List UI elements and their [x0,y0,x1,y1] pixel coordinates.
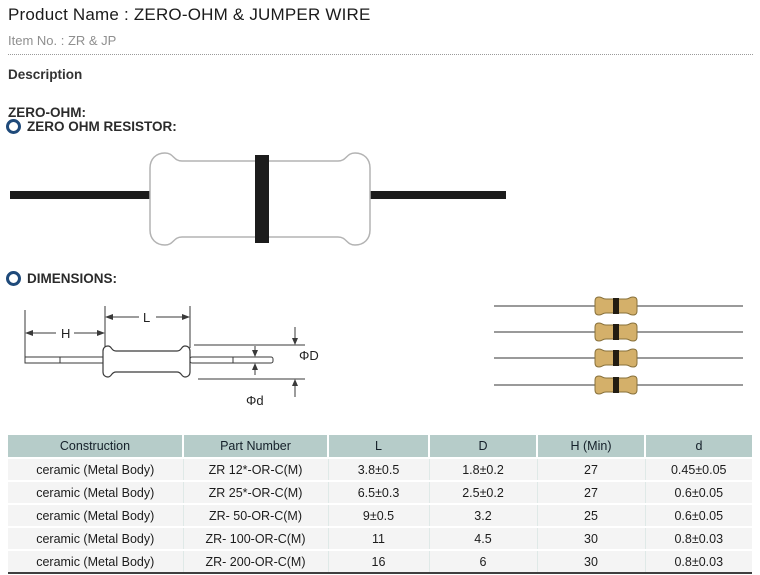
zero-ohm-resistor-heading-row: ZERO OHM RESISTOR: [6,119,177,134]
table-row: ceramic (Metal Body)ZR 12*-OR-C(M)3.8±0.… [8,458,752,482]
side-view-resistor [24,345,274,378]
table-header-cell: D [429,435,538,459]
table-cell: 3.8±0.5 [328,458,430,482]
table-cell: ZR- 100-OR-C(M) [183,527,329,551]
table-cell: ceramic (Metal Body) [8,458,184,482]
table-cell: 0.45±0.05 [645,458,752,482]
item-number: Item No. : ZR & JP [8,33,117,48]
label-H: H [61,326,70,341]
resistors-photo [493,296,744,395]
page-title: Product Name : ZERO-OHM & JUMPER WIRE [8,5,371,24]
table-cell: 0.6±0.05 [645,481,752,505]
label-phi-d: Φd [246,393,264,408]
table-cell: 16 [328,550,430,573]
table-cell: 30 [537,550,646,573]
table-cell: 2.5±0.2 [429,481,538,505]
table-cell: ceramic (Metal Body) [8,527,184,551]
table-cell: 0.8±0.03 [645,550,752,573]
table-cell: 6 [429,550,538,573]
table-cell: 1.8±0.2 [429,458,538,482]
dimension-arrowheads [25,314,298,386]
dimensions-heading-row: DIMENSIONS: [6,271,117,286]
table-header-cell: L [328,435,430,459]
table-cell: 30 [537,527,646,551]
black-band [255,155,269,243]
table-cell: 25 [537,504,646,528]
description-section-label: Description [8,67,83,82]
circle-bullet-icon [6,271,21,286]
table-cell: ZR- 50-OR-C(M) [183,504,329,528]
table-cell: ceramic (Metal Body) [8,550,184,573]
table-cell: ZR 25*-OR-C(M) [183,481,329,505]
table-row: ceramic (Metal Body)ZR 25*-OR-C(M)6.5±0.… [8,481,752,505]
zero-ohm-heading: ZERO-OHM: [8,105,86,120]
label-phi-D: ΦD [299,348,319,363]
photo-resistor [493,348,744,368]
table-cell: ZR- 200-OR-C(M) [183,550,329,573]
table-cell: ZR 12*-OR-C(M) [183,458,329,482]
table-header-cell: Construction [8,435,184,459]
table-cell: 27 [537,458,646,482]
dimension-labels: H L ΦD Φd [61,310,319,408]
dimensions-technical-drawing: H L ΦD Φd [24,306,319,408]
table-cell: 11 [328,527,430,551]
zero-ohm-resistor-heading: ZERO OHM RESISTOR: [27,119,177,134]
table-cell: 9±0.5 [328,504,430,528]
table-header-cell: d [645,435,752,459]
photo-resistor [493,322,744,342]
photo-resistor [493,375,744,395]
table-cell: 0.8±0.03 [645,527,752,551]
table-header-cell: Part Number [183,435,329,459]
right-lead [370,191,506,199]
dotted-divider [8,54,753,55]
left-lead [10,191,150,199]
table-header-cell: H (Min) [537,435,646,459]
photo-resistor [493,296,744,316]
circle-bullet-icon [6,119,21,134]
label-L: L [143,310,150,325]
spec-table-body: ceramic (Metal Body)ZR 12*-OR-C(M)3.8±0.… [8,458,752,573]
table-cell: ceramic (Metal Body) [8,481,184,505]
table-cell: 0.6±0.05 [645,504,752,528]
table-cell: 6.5±0.3 [328,481,430,505]
zero-ohm-resistor-drawing [10,152,506,246]
table-cell: 4.5 [429,527,538,551]
table-cell: ceramic (Metal Body) [8,504,184,528]
table-cell: 3.2 [429,504,538,528]
table-cell: 27 [537,481,646,505]
dimensions-heading: DIMENSIONS: [27,271,118,286]
